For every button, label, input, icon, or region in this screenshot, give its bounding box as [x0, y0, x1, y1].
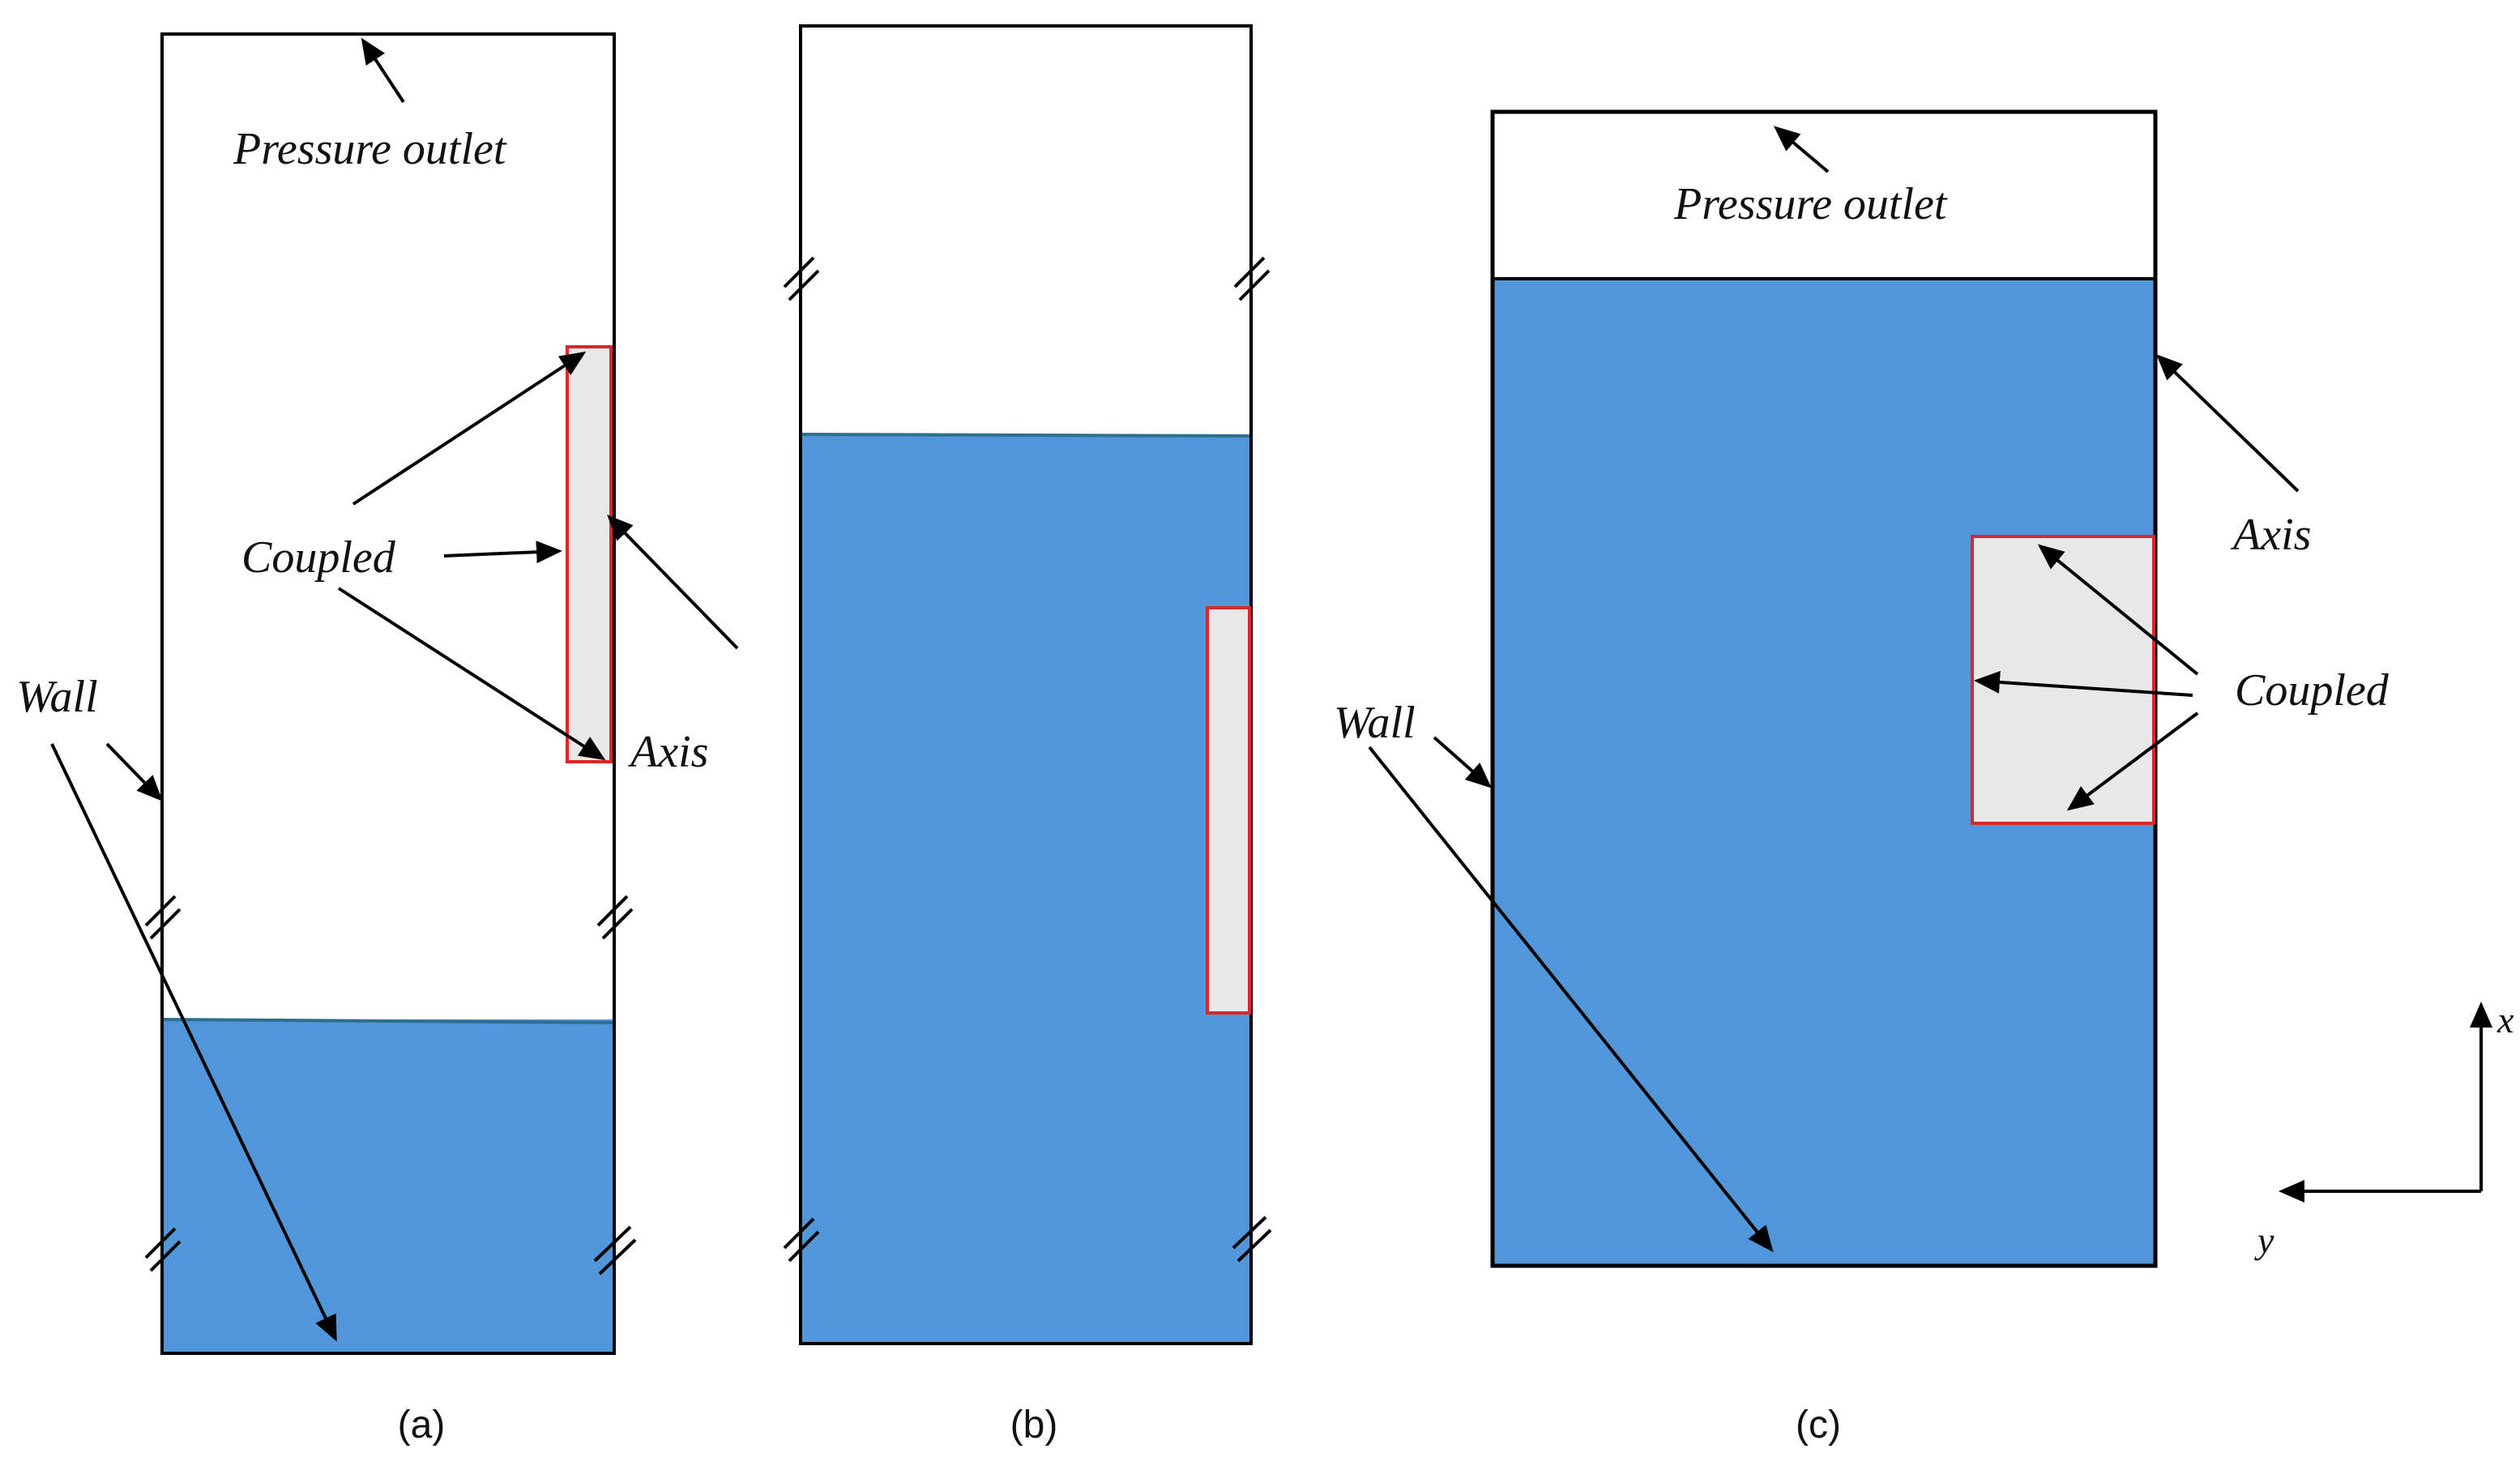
panel-a-outlet-label: Pressure outlet	[233, 124, 507, 174]
panel-c-axis-label: Axis	[2230, 510, 2311, 560]
panel-c-coupled-label: Coupled	[2235, 665, 2390, 716]
panel-a-coupled-label: Coupled	[241, 532, 396, 583]
arrow-icon	[1368, 126, 2300, 1253]
panel-a-free-surface	[161, 1018, 615, 1024]
panel-a: Pressure outlet Coupled Wall Axis (a)	[16, 32, 739, 1446]
panel-c-outlet-label: Pressure outlet	[1673, 179, 1948, 229]
panel-c-coupled-region	[1971, 535, 2155, 825]
panel-a-wall-label: Wall	[16, 672, 98, 722]
break-mark-icon	[783, 256, 1272, 1263]
panel-b-fluid	[801, 434, 1251, 1344]
panel-a-fluid	[162, 1019, 614, 1353]
arrow-icon	[50, 37, 739, 1342]
panel-c: Pressure outlet Axis Coupled Wall (c)	[1334, 109, 2390, 1446]
panel-c-wall-label: Wall	[1334, 698, 1416, 748]
break-mark-icon	[144, 895, 637, 1276]
panel-b-coupled-region	[1206, 606, 1251, 1015]
x-axis-label: x	[2497, 999, 2514, 1041]
panel-b: (b)	[783, 24, 1272, 1446]
panel-b-free-surface	[800, 433, 1252, 438]
panel-a-coupled-region	[566, 345, 613, 763]
panel-a-frame-outline	[160, 32, 616, 1355]
panel-b-caption: (b)	[1010, 1404, 1058, 1446]
panel-a-axis-label: Axis	[627, 727, 708, 777]
y-axis-label: y	[2254, 1220, 2274, 1261]
coordinate-axes: x y	[2254, 999, 2514, 1261]
panel-a-caption: (a)	[398, 1404, 446, 1446]
panel-c-caption: (c)	[1796, 1404, 1841, 1446]
